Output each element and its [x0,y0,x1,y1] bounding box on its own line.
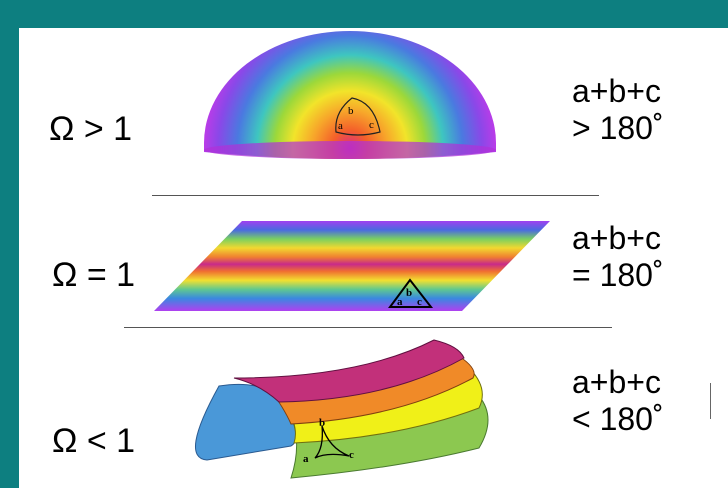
omega-equal-label: Ω = 1 [52,256,136,294]
saddle-vertex-c: c [349,449,354,461]
sphere-triangle [335,97,381,136]
sphere-sum-relation: > 180˚ [572,109,664,146]
saddle-sum-expression: a+b+c [572,364,661,400]
saddle-diagram: b a c [194,339,489,479]
sphere-angle-sum: a+b+c > 180˚ [572,73,664,147]
saddle-vertex-a: a [303,453,309,465]
slide-canvas: Ω > 1 b a c a+b+c > 180˚ Ω = 1 [19,28,728,488]
sphere-base [204,141,496,159]
saddle-band-magenta [233,339,465,403]
flat-vertex-c: c [417,296,422,308]
sphere-vertex-b: b [348,105,354,117]
omega-less-label: Ω < 1 [52,422,136,460]
divider-bottom [124,327,612,328]
flat-sum-expression: a+b+c [572,220,661,256]
saddle-triangle [314,425,350,459]
divider-top [152,195,599,196]
flat-triangle [388,278,434,308]
saddle-sum-relation: < 180˚ [572,400,664,437]
sphere-vertex-a: a [338,120,343,132]
sphere-sum-expression: a+b+c [572,73,661,109]
flat-vertex-a: a [397,296,403,308]
flat-plane [154,221,550,311]
flat-sum-relation: = 180˚ [572,256,664,293]
sphere-dome [204,31,496,159]
cursor-mark [710,383,711,419]
sphere-vertex-c: c [369,119,374,131]
omega-greater-label: Ω > 1 [49,110,133,148]
flat-vertex-b: b [406,287,412,299]
flat-angle-sum: a+b+c = 180˚ [572,220,664,294]
saddle-vertex-b: b [319,417,325,429]
saddle-angle-sum: a+b+c < 180˚ [572,364,664,438]
flat-diagram: b a c [154,221,550,311]
sphere-diagram: b a c [204,31,496,159]
